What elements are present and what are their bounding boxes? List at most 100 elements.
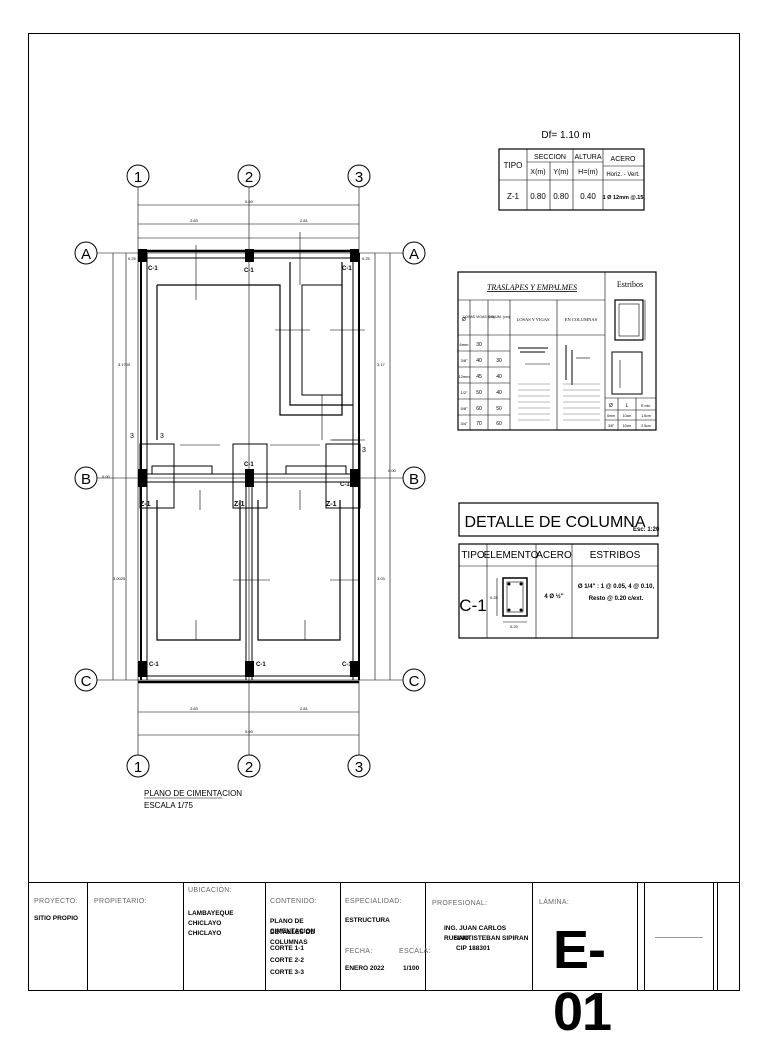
dim-text: 0.25 bbox=[510, 624, 519, 629]
axis-bubbles-right: A B C bbox=[402, 241, 426, 692]
th-colum: COLUM. (cm) bbox=[488, 315, 510, 319]
est-td: 6mm bbox=[607, 414, 615, 418]
propietario-cell: PROPIETARIO: bbox=[88, 883, 184, 990]
th-altura: ALTURA bbox=[574, 154, 601, 161]
fecha-label: FECHA: bbox=[345, 948, 373, 955]
cut-label: 3 bbox=[362, 447, 366, 454]
td-estribos-1: Ø 1/4" : 1 @ 0.05, 4 @ 0.10, bbox=[578, 584, 655, 590]
cut-label: 3 bbox=[160, 433, 164, 440]
th-estribos: ESTRIBOS bbox=[590, 550, 641, 561]
col-label: C-1 bbox=[342, 662, 352, 668]
td-h: 0.40 bbox=[580, 192, 596, 201]
dim-text: 2.81 bbox=[300, 706, 309, 711]
td-d: 6mm bbox=[460, 342, 470, 347]
contenido-4: CORTE 2-2 bbox=[270, 957, 304, 964]
est-th-r: R min. bbox=[641, 404, 651, 408]
plan-title: PLANO DE CIMENTACION bbox=[144, 789, 242, 798]
td-l: 70 bbox=[476, 421, 482, 427]
td-x: 0.80 bbox=[530, 192, 546, 201]
td-l: 60 bbox=[476, 406, 482, 412]
td-d: 3/8" bbox=[461, 358, 469, 363]
th-tipo: TIPO bbox=[461, 550, 485, 561]
axis-bubbles-bottom: 1 2 3 bbox=[126, 754, 371, 778]
logo-placeholder-line bbox=[655, 937, 703, 938]
axis-label: C bbox=[81, 673, 92, 690]
zap-label: Z-1 bbox=[234, 501, 245, 508]
columns bbox=[138, 249, 359, 677]
contenido-2: DETALLES DE COLUMNAS bbox=[270, 929, 315, 946]
slab-rebar bbox=[139, 262, 361, 641]
column-detail: DETALLE DE COLUMNA Esc: 1:20 TIPO ELEMEN… bbox=[458, 502, 660, 639]
lamina-label: LÁMINA: bbox=[539, 899, 570, 906]
lamina-cell: LÁMINA: E-01 bbox=[533, 883, 638, 1042]
td-c: 40 bbox=[496, 374, 502, 380]
proyecto-cell: PROYECTO: SITIO PROPIO bbox=[28, 883, 88, 990]
axis-label: A bbox=[81, 246, 91, 263]
th-en-columnas: EN COLUMNAS bbox=[565, 317, 598, 322]
escala-label: ESCALA: bbox=[399, 948, 431, 955]
logo-cell bbox=[638, 883, 718, 990]
title-block: PROYECTO: SITIO PROPIO PROPIETARIO: UBIC… bbox=[28, 882, 740, 1042]
td-d: 3/4" bbox=[461, 421, 469, 426]
td-c: 60 bbox=[496, 421, 502, 427]
th-tipo: TIPO bbox=[504, 161, 523, 170]
col-label: C-1 bbox=[244, 462, 254, 468]
td-c: 30 bbox=[496, 358, 502, 364]
td-acero: 4 Ø ½" bbox=[544, 593, 563, 600]
td-acero: 1 Ø 12mm @.15 bbox=[603, 195, 644, 201]
axis-bubbles-top: 1 2 3 bbox=[126, 164, 371, 188]
ubicacion-3: CHICLAYO bbox=[188, 930, 222, 937]
est-td: 2.5cm bbox=[641, 424, 651, 428]
dim-text: 5.60 bbox=[245, 729, 254, 734]
axis-label: 1 bbox=[134, 759, 142, 776]
th-losas: LOSAS VIGAS (cm) bbox=[463, 315, 494, 319]
th-diam: Ø bbox=[462, 317, 466, 323]
axis-label: C bbox=[409, 673, 420, 690]
ubicacion-1: LAMBAYEQUE bbox=[188, 910, 234, 917]
contenido-cell: CONTENIDO: PLANO DE CIMENTACION DETALLES… bbox=[266, 883, 341, 990]
col-label: C-1 bbox=[342, 266, 352, 272]
column-labels: C-1 C-1 C-1 C-1 C-1 C-1 C-1 C-1 Z-1 Z-1 … bbox=[140, 266, 352, 668]
logo-box bbox=[644, 883, 714, 990]
axis-label: A bbox=[409, 246, 419, 263]
cut-label: 3 bbox=[130, 433, 134, 440]
axis-label: B bbox=[409, 471, 419, 488]
td-c: 40 bbox=[496, 390, 502, 396]
td-l: 40 bbox=[476, 358, 482, 364]
dim-text: 0.00 bbox=[388, 468, 397, 473]
td-c: 50 bbox=[496, 406, 502, 412]
est-td: 3/8" bbox=[608, 424, 615, 428]
estribos-title: Estribos bbox=[617, 280, 643, 289]
detalle-esc: Esc: 1:20 bbox=[633, 527, 660, 533]
zap-label: Z-1 bbox=[326, 501, 337, 508]
dim-text: 0.00 bbox=[102, 474, 111, 479]
col-label: C-1 bbox=[149, 662, 159, 668]
especialidad-label: ESPECIALIDAD: bbox=[345, 898, 402, 905]
contenido-1: PLANO DE CIMENTACION bbox=[270, 918, 316, 935]
est-td: 10cm bbox=[623, 414, 632, 418]
dim-text: 2.81 bbox=[300, 218, 309, 223]
foundation-plan-drawing: .ln{stroke:#000;fill:none;} .thk{stroke:… bbox=[74, 130, 660, 810]
traslapes-table: TRASLAPES Y EMPALMES Estribos Ø LOSAS VI… bbox=[457, 271, 657, 431]
col-label: C-1 bbox=[340, 482, 350, 488]
est-td: 10cm bbox=[623, 424, 632, 428]
df-text: Df= 1.10 m bbox=[541, 130, 590, 141]
td-tipo: Z-1 bbox=[507, 192, 520, 201]
dimensions-top: 5.60 2.83 2.81 bbox=[138, 199, 359, 239]
section-cuts: 3 3 3 bbox=[130, 433, 366, 454]
dim-text: 2.83 bbox=[190, 218, 199, 223]
escala-value: 1/100 bbox=[403, 965, 420, 972]
dim-text: 3.17 bbox=[377, 362, 386, 367]
th-losas-vigas: LOSAS Y VIGAS bbox=[516, 317, 550, 322]
td-l: 45 bbox=[476, 374, 482, 380]
axis-label: 2 bbox=[245, 169, 253, 186]
th-horiz: Horiz. - Vert. bbox=[606, 172, 640, 178]
th-acero: ACERO bbox=[611, 156, 636, 163]
th-elemento: ELEMENTO bbox=[484, 550, 539, 561]
th-y: Y(m) bbox=[553, 169, 568, 176]
profesional-label: PROFESIONAL: bbox=[432, 900, 488, 907]
col-label: C-1 bbox=[256, 662, 266, 668]
est-th-d: Ø bbox=[609, 403, 613, 409]
sheet-number: E-01 bbox=[553, 920, 612, 1042]
profesional-2: SANTISTEBAN SIPIRAN bbox=[454, 935, 529, 942]
